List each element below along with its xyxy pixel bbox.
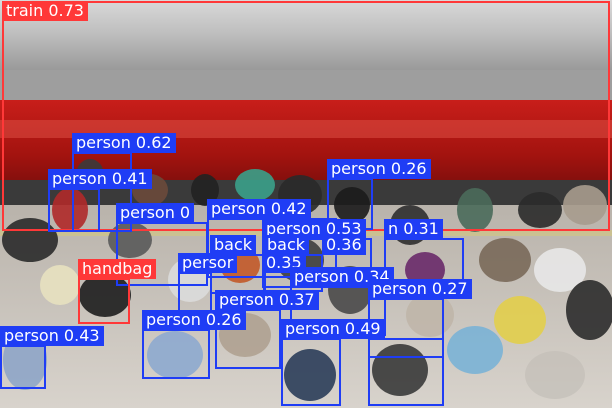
- detection-label-person: persor: [178, 253, 238, 273]
- detection-box-person: [281, 338, 341, 406]
- detection-label-person: person 0.37: [215, 290, 319, 310]
- detection-label-backpack: back: [263, 235, 310, 255]
- detection-box-person: [215, 309, 281, 369]
- detection-label-handbag: handbag: [78, 259, 157, 279]
- detection-label-person: person 0.26: [327, 159, 431, 179]
- detection-label-train: train 0.73: [2, 1, 88, 21]
- detection-label-person: person 0.42: [207, 199, 311, 219]
- detection-label-backpack: back: [210, 235, 257, 255]
- detection-box-person: [142, 329, 210, 379]
- detection-label-person: person 0.41: [48, 169, 152, 189]
- detection-box-person: [72, 152, 132, 232]
- detection-label-person: person 0.62: [72, 133, 176, 153]
- detection-box-person: [384, 238, 464, 282]
- detection-label-person: person 0.27: [368, 279, 472, 299]
- detection-label-person: 0.36: [322, 235, 366, 255]
- detection-box-person: [0, 345, 46, 389]
- detection-label-person: person 0: [116, 203, 195, 223]
- detection-box-handbag: [78, 278, 130, 324]
- detection-label-person: person 0.34: [290, 267, 394, 287]
- detection-box-person: [48, 188, 100, 232]
- detection-label-person: person 0.53: [262, 219, 366, 239]
- detection-box-person: [368, 338, 444, 406]
- detection-label-person: n 0.31: [384, 219, 443, 239]
- detection-label-person: person 0.43: [0, 326, 104, 346]
- detection-label-person: person 0.49: [281, 319, 385, 339]
- detection-label-person: person 0.26: [142, 310, 246, 330]
